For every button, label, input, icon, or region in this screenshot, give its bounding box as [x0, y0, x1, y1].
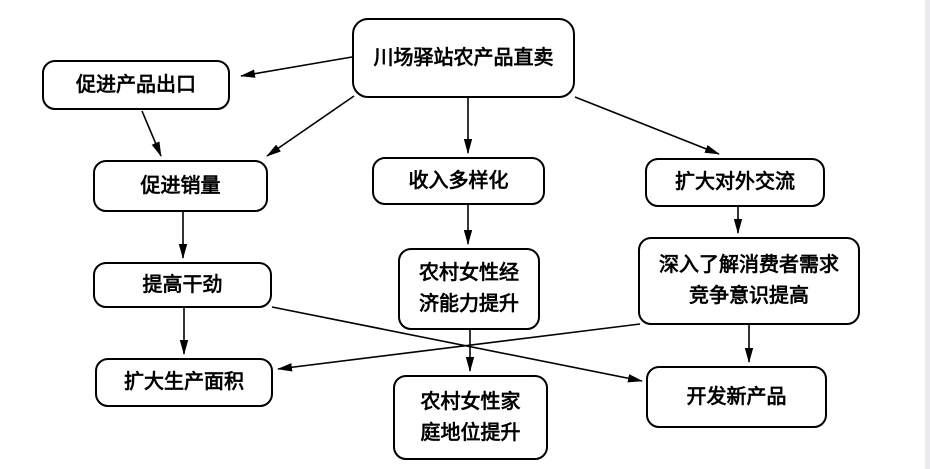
- node-label: 收入多样化: [408, 169, 509, 192]
- node-label: 川场驿站农产品直卖: [373, 46, 554, 69]
- edge-consumer-needs-competition-awareness-expand-production-area: [277, 323, 641, 372]
- window-edge-strip: [925, 0, 930, 469]
- node-station-direct-sale: 川场驿站农产品直卖: [352, 18, 575, 98]
- node-label: 农村女性经 济能力提升: [419, 262, 519, 315]
- node-consumer-needs-competition-awareness: 深入了解消费者需求 竞争意识提高: [638, 237, 860, 325]
- node-promote-product-export: 促进产品出口: [42, 60, 230, 110]
- node-label: 开发新产品: [686, 385, 787, 408]
- node-boost-motivation: 提高干劲: [93, 262, 272, 308]
- edge-boost-motivation-develop-new-products: [271, 306, 643, 383]
- node-label: 扩大生产面积: [124, 371, 244, 393]
- node-rural-women-economic-capacity: 农村女性经 济能力提升: [398, 248, 540, 330]
- edge-station-direct-sale-promote-product-export: [240, 56, 353, 78]
- node-label: 农村女性家 庭地位提升: [420, 390, 521, 444]
- node-develop-new-products: 开发新产品: [646, 366, 827, 428]
- node-label: 促进产品出口: [76, 73, 196, 96]
- node-label: 提高干劲: [142, 273, 223, 296]
- node-expand-production-area: 扩大生产面积: [95, 358, 273, 407]
- node-promote-sales: 促进销量: [93, 160, 268, 212]
- node-label: 深入了解消费者需求 竞争意识提高: [659, 254, 839, 307]
- node-rural-women-family-status: 农村女性家 庭地位提升: [393, 375, 548, 460]
- node-label: 扩大对外交流: [675, 171, 795, 193]
- edge-promote-product-export-promote-sales: [141, 110, 162, 157]
- edge-station-direct-sale-promote-sales: [266, 95, 355, 157]
- node-income-diversification: 收入多样化: [372, 157, 545, 205]
- edge-station-direct-sale-expand-external-exchange: [574, 96, 720, 155]
- node-label: 促进销量: [140, 174, 221, 197]
- node-expand-external-exchange: 扩大对外交流: [645, 158, 825, 207]
